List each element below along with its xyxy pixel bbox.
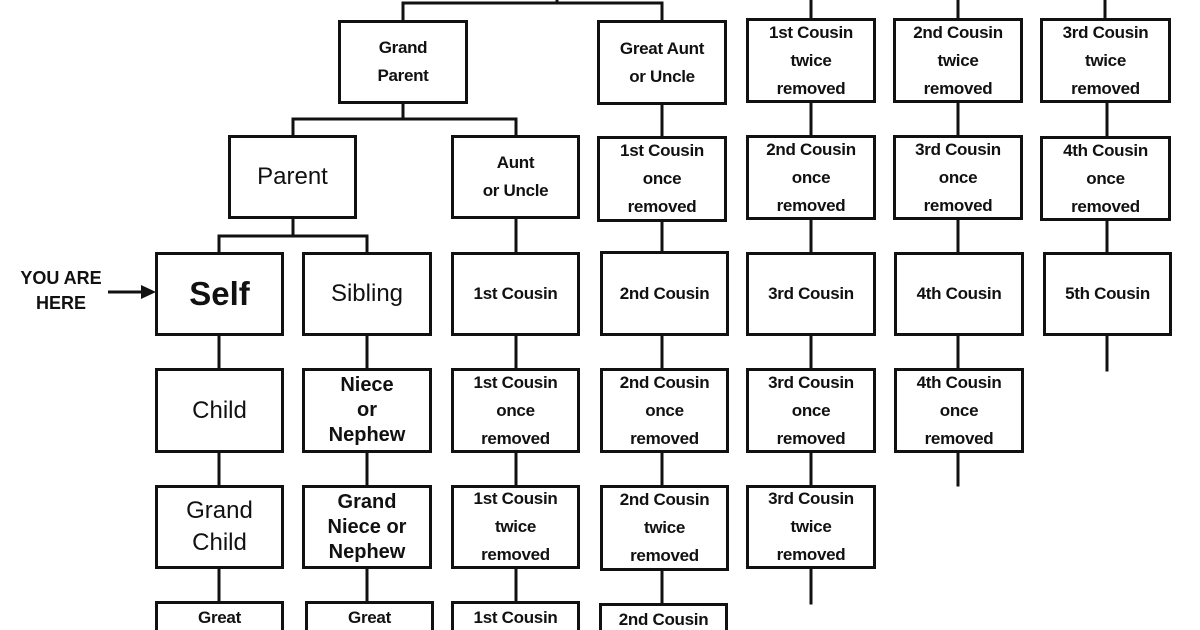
first-cousin-twice-removed-down-box: 1st Cousin twice removed xyxy=(451,485,580,569)
second-cousin-once-removed-down-box: 2nd Cousin once removed xyxy=(600,368,729,453)
grand-parent-box: Grand Parent xyxy=(338,20,468,104)
you-are-here-label: YOU ARE HERE xyxy=(20,268,102,313)
great-grand-child-box: Great xyxy=(155,601,284,630)
first-cousin-box: 1st Cousin xyxy=(451,252,580,336)
first-cousin-thrice-removed-box: 1st Cousin xyxy=(451,601,580,630)
second-cousin-box: 2nd Cousin xyxy=(600,251,729,336)
second-cousin-once-removed-up-box: 2nd Cousin once removed xyxy=(746,135,876,220)
grand-niece-nephew-box: Grand Niece or Nephew xyxy=(302,485,432,569)
second-cousin-thrice-removed-box: 2nd Cousin xyxy=(599,603,728,630)
third-cousin-once-removed-up-box: 3rd Cousin once removed xyxy=(893,135,1023,220)
third-cousin-twice-removed-top-box: 3rd Cousin twice removed xyxy=(1040,18,1171,103)
fourth-cousin-box: 4th Cousin xyxy=(894,252,1024,336)
first-cousin-twice-removed-top-box: 1st Cousin twice removed xyxy=(746,18,876,103)
second-cousin-twice-removed-down-box: 2nd Cousin twice removed xyxy=(600,485,729,571)
sibling-box: Sibling xyxy=(302,252,432,336)
grand-child-box: Grand Child xyxy=(155,485,284,569)
parent-box: Parent xyxy=(228,135,357,219)
niece-nephew-box: Niece or Nephew xyxy=(302,368,432,453)
self-box: Self xyxy=(155,252,284,336)
first-cousin-once-removed-down-box: 1st Cousin once removed xyxy=(451,368,580,453)
fifth-cousin-box: 5th Cousin xyxy=(1043,252,1172,336)
third-cousin-box: 3rd Cousin xyxy=(746,252,876,336)
aunt-uncle-box: Aunt or Uncle xyxy=(451,135,580,219)
fourth-cousin-once-removed-down-box: 4th Cousin once removed xyxy=(894,368,1024,453)
great-grand-niece-nephew-box: Great xyxy=(305,601,434,630)
fourth-cousin-once-removed-up-box: 4th Cousin once removed xyxy=(1040,136,1171,221)
great-aunt-uncle-box: Great Aunt or Uncle xyxy=(597,20,727,105)
third-cousin-twice-removed-down-box: 3rd Cousin twice removed xyxy=(746,485,876,569)
second-cousin-twice-removed-top-box: 2nd Cousin twice removed xyxy=(893,18,1023,103)
third-cousin-once-removed-down-box: 3rd Cousin once removed xyxy=(746,368,876,453)
child-box: Child xyxy=(155,368,284,453)
first-cousin-once-removed-up-box: 1st Cousin once removed xyxy=(597,136,727,222)
arrow-icon xyxy=(108,285,156,299)
